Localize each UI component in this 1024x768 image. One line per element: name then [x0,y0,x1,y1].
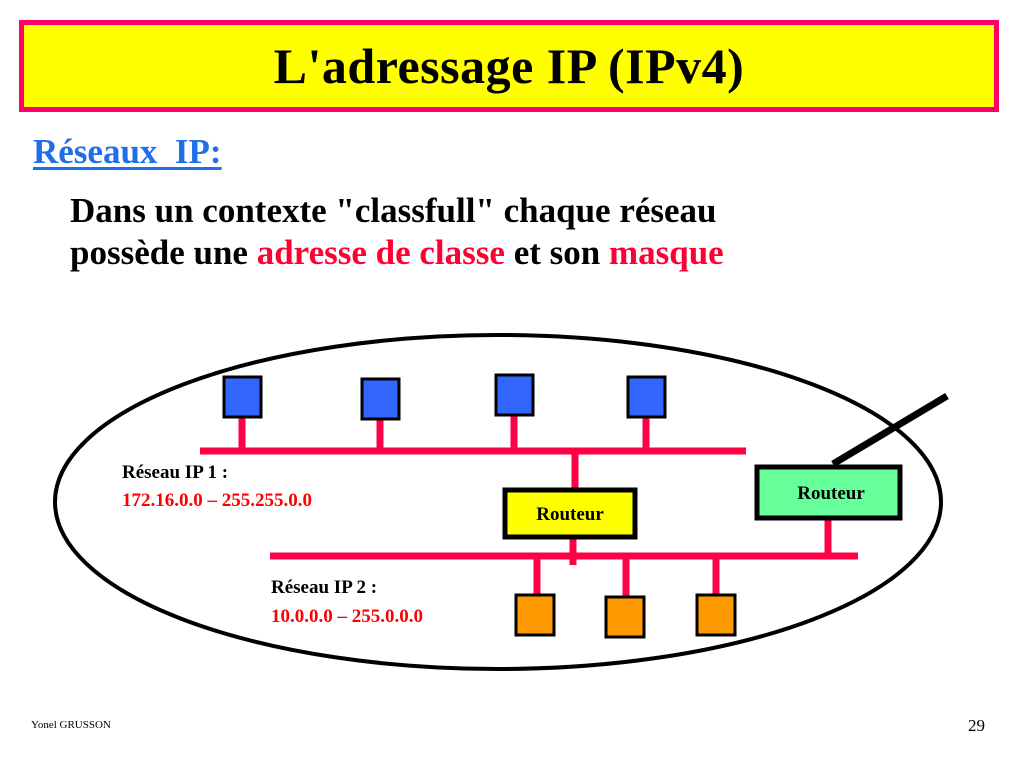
footer-author: Yonel GRUSSON [31,719,111,731]
body-paragraph: Dans un contexte "classfull" chaque rése… [70,190,970,274]
body-text-line1: Dans un contexte "classfull" chaque rése… [70,191,717,230]
network1-address: 172.16.0.0 – 255.255.0.0 [122,490,312,511]
network2-address: 10.0.0.0 – 255.0.0.0 [271,606,423,627]
external-link-line [831,392,949,468]
host-net1 [494,373,535,417]
network-boundary-ellipse [53,333,943,671]
host-net2 [604,595,646,639]
host-net1 [222,375,263,419]
title-banner: L'adressage IP (IPv4) [19,20,999,112]
page-number: 29 [968,716,985,735]
body-text-part2: possède une [70,233,257,272]
host-net1 [360,377,401,421]
router-external [754,464,903,521]
highlight-class-address: adresse de classe [256,233,505,272]
router-internal [502,487,638,540]
network1-label: Réseau IP 1 : [122,462,228,483]
router-external-label: Routeur [797,483,865,504]
section-heading: Réseaux IP: [33,132,222,171]
body-text-part3: et son [504,233,609,272]
network2-label: Réseau IP 2 : [271,577,377,598]
host-net2 [695,593,737,637]
host-net1 [626,375,667,419]
router-internal-label: Routeur [536,504,604,525]
host-net2 [514,593,556,637]
slide-title: L'adressage IP (IPv4) [273,38,745,94]
highlight-mask: masque [608,233,724,272]
